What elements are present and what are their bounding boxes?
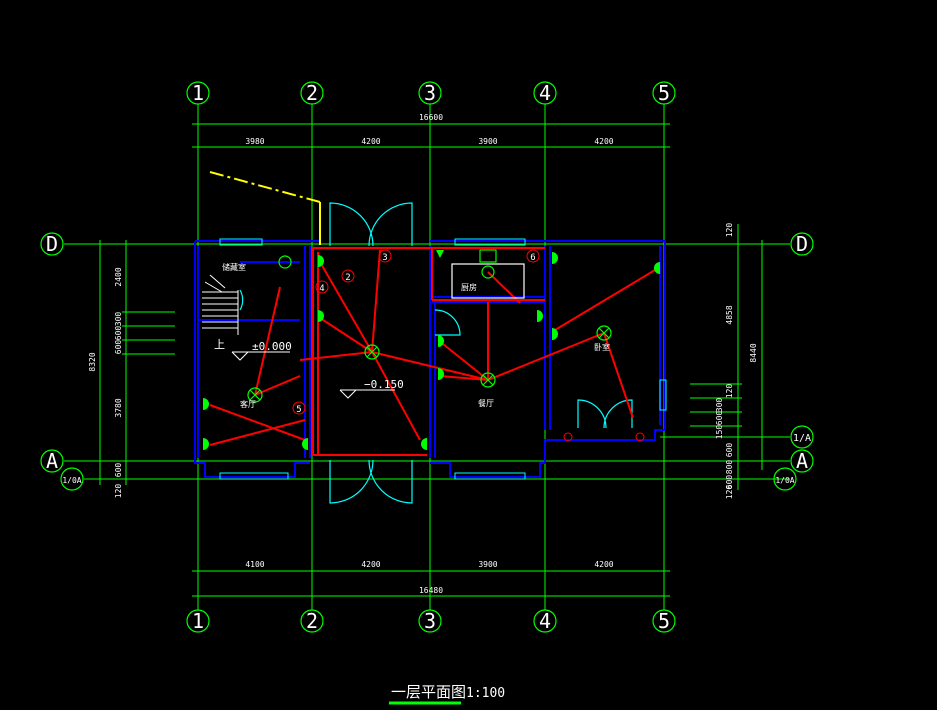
outlets <box>203 250 660 450</box>
doors <box>239 202 633 504</box>
dim-bottom-seg-1: 4100 <box>245 560 264 569</box>
light-fixture-icon <box>596 325 612 341</box>
dimension-lines <box>96 120 763 597</box>
outlet-icon <box>438 335 444 347</box>
light-fixture-icon <box>481 265 495 279</box>
level-sunken: −0.150 <box>364 378 404 391</box>
dim-left-seg-7: 120 <box>114 484 123 499</box>
circuit-label-5: 5 <box>296 405 301 415</box>
dim-right-seg-4: 300 <box>715 398 724 413</box>
dim-right-seg-1: 120 <box>725 223 734 238</box>
grid-label-col-5: 5 <box>658 81 670 105</box>
walls <box>194 240 666 478</box>
outlet-icon <box>318 255 324 267</box>
dim-bottom-seg-3: 3900 <box>478 560 497 569</box>
dim-top-seg-1: 3980 <box>245 137 264 146</box>
leader-line <box>209 171 321 245</box>
grid-label-row-10a-left: 1/0A <box>62 476 81 485</box>
dim-right-seg-8: 800 <box>725 460 734 475</box>
level-markers: ±0.000 −0.150 <box>231 340 404 399</box>
light-fixture-icon <box>247 387 263 403</box>
dim-left-seg-2: 300 <box>114 312 123 327</box>
dim-left-seg-3: 600 <box>114 326 123 341</box>
stair-up-label: 上 <box>214 338 225 351</box>
light-fixture-icon <box>364 344 380 360</box>
grid-label-col-1-bottom: 1 <box>192 609 204 633</box>
dim-right-total: 8440 <box>749 343 758 362</box>
dim-top-total: 16600 <box>419 113 443 122</box>
dim-bottom-seg-2: 4200 <box>361 560 380 569</box>
circuit-label-3: 3 <box>382 253 387 263</box>
outlet-icon <box>318 310 324 322</box>
dim-right-seg-2: 4858 <box>725 305 734 324</box>
grid-label-row-1a: 1/A <box>793 433 811 444</box>
room-label-bedroom: 卧室 <box>594 342 610 352</box>
grid-label-col-3-bottom: 3 <box>424 609 436 633</box>
room-labels: 储藏室 厨房 客厅 餐厅 卧室 上 <box>214 262 610 409</box>
dim-left-seg-1: 2400 <box>114 267 123 286</box>
circuit-label-6: 6 <box>530 253 535 263</box>
dim-top-seg-4: 4200 <box>594 137 613 146</box>
grid-label-col-4-bottom: 4 <box>539 609 551 633</box>
grid-label-row-a-left: A <box>46 449 58 473</box>
windows <box>219 238 667 480</box>
light-fixture-icon <box>278 255 292 269</box>
outlet-icon <box>537 310 543 322</box>
grid-label-col-3: 3 <box>424 81 436 105</box>
room-label-dining: 餐厅 <box>478 399 494 408</box>
dim-left-seg-5: 3780 <box>114 398 123 417</box>
dim-right-seg-9: 600 <box>725 475 734 490</box>
dim-left-total: 8320 <box>88 352 97 371</box>
grid-bubble-labels: 1 2 3 4 5 1 2 3 4 5 D D A A 1/A 1/0A 1/0… <box>46 81 811 633</box>
grid-label-row-10a-right: 1/0A <box>775 476 794 485</box>
dim-left-seg-4: 600 <box>114 340 123 355</box>
grid-label-col-2: 2 <box>306 81 318 105</box>
dimension-labels: 16600 3980 4200 3900 4200 4100 4200 3900… <box>88 113 758 595</box>
outlet-icon <box>552 328 558 340</box>
grid-label-row-d-right: D <box>796 232 808 256</box>
dim-left-seg-6: 600 <box>114 463 123 478</box>
grid-bubbles <box>40 81 814 633</box>
outlet-icon <box>436 250 444 258</box>
light-fixtures <box>247 249 612 403</box>
outlet-icon <box>421 438 427 450</box>
grid-label-col-4: 4 <box>539 81 551 105</box>
room-label-kitchen: 厨房 <box>461 282 477 292</box>
circuit-marker-labels: 2 3 4 5 6 <box>296 253 535 415</box>
level-main: ±0.000 <box>252 340 292 353</box>
dim-right-seg-7: 600 <box>725 443 734 458</box>
dim-right-seg-3: 120 <box>725 384 734 399</box>
wiring <box>209 247 656 456</box>
drawing-title: 一层平面图 <box>391 683 466 701</box>
dim-right-seg-5: 600 <box>715 411 724 426</box>
outlet-icon <box>552 252 558 264</box>
outlet-icon <box>203 398 209 410</box>
dim-right-seg-10: 120 <box>725 485 734 500</box>
circuit-label-2: 2 <box>345 273 350 283</box>
room-label-storage: 储藏室 <box>222 262 246 272</box>
drawing-title-block: 一层平面图 1:100 <box>389 683 505 705</box>
dim-bottom-total: 16480 <box>419 586 443 595</box>
outlet-icon <box>654 262 660 274</box>
circuit-label-4: 4 <box>319 284 324 294</box>
outlet-icon <box>438 368 444 380</box>
grid-label-row-d-left: D <box>46 232 58 256</box>
stairs <box>202 274 239 335</box>
grid-label-col-1: 1 <box>192 81 204 105</box>
circuit-markers <box>292 249 645 442</box>
outlet-icon <box>302 438 308 450</box>
dim-top-seg-2: 4200 <box>361 137 380 146</box>
drawing-scale: 1:100 <box>466 686 505 701</box>
grid-label-row-a-right: A <box>796 449 808 473</box>
outlet-icon <box>203 438 209 450</box>
light-fixture-icon <box>480 372 496 388</box>
grid-label-col-5-bottom: 5 <box>658 609 670 633</box>
dim-top-seg-3: 3900 <box>478 137 497 146</box>
dim-right-seg-6: 150 <box>715 425 724 440</box>
room-label-guest: 客厅 <box>240 399 256 409</box>
dim-bottom-seg-4: 4200 <box>594 560 613 569</box>
grid-label-col-2-bottom: 2 <box>306 609 318 633</box>
